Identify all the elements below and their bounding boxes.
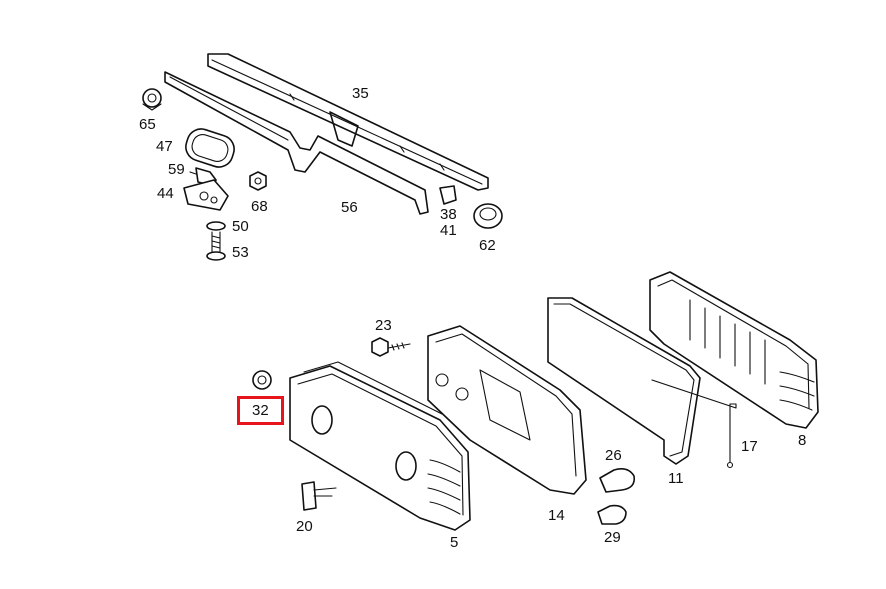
part-11-gasket[interactable] — [547, 297, 701, 465]
part-38-41-clip[interactable] — [439, 185, 457, 205]
part-35-strip[interactable] — [207, 53, 489, 191]
part-62-grommet[interactable] — [473, 203, 503, 229]
label-53: 53 — [232, 244, 249, 261]
label-17: 17 — [741, 438, 758, 455]
part-47-lens[interactable] — [182, 125, 238, 170]
part-56-seal[interactable] — [164, 71, 429, 215]
part-44-holder[interactable] — [183, 179, 229, 211]
part-14-bulb-carrier[interactable] — [427, 325, 587, 495]
part-53-screw[interactable] — [206, 231, 226, 261]
label-56: 56 — [341, 199, 358, 216]
part-26-bulb[interactable] — [599, 468, 636, 493]
label-50: 50 — [232, 218, 249, 235]
label-59: 59 — [168, 161, 185, 178]
label-38: 38 — [440, 206, 457, 223]
label-5: 5 — [450, 534, 459, 551]
label-47: 47 — [156, 138, 173, 155]
part-8-lens[interactable] — [649, 271, 819, 429]
part-17-wire[interactable] — [651, 379, 737, 469]
label-23: 23 — [375, 317, 392, 334]
label-20: 20 — [296, 518, 313, 535]
part-68-nut[interactable] — [249, 171, 267, 191]
label-14: 14 — [548, 507, 565, 524]
highlight-box-32 — [237, 396, 284, 425]
label-11: 11 — [668, 470, 684, 487]
label-8: 8 — [798, 432, 807, 449]
part-29-bulb[interactable] — [597, 504, 627, 525]
label-65: 65 — [139, 116, 156, 133]
label-35: 35 — [352, 85, 369, 102]
label-41: 41 — [440, 222, 457, 239]
label-29: 29 — [604, 529, 621, 546]
label-32: 32 — [252, 402, 269, 419]
part-32-nut[interactable] — [252, 370, 272, 390]
part-50-washer[interactable] — [206, 221, 226, 231]
part-65-nut[interactable] — [142, 88, 162, 111]
label-62: 62 — [479, 237, 496, 254]
label-26: 26 — [605, 447, 622, 464]
label-44: 44 — [157, 185, 174, 202]
label-68: 68 — [251, 198, 268, 215]
part-5-lamp-housing[interactable] — [289, 361, 471, 531]
part-23-screw[interactable] — [371, 337, 411, 357]
part-20-clip[interactable] — [301, 481, 337, 511]
